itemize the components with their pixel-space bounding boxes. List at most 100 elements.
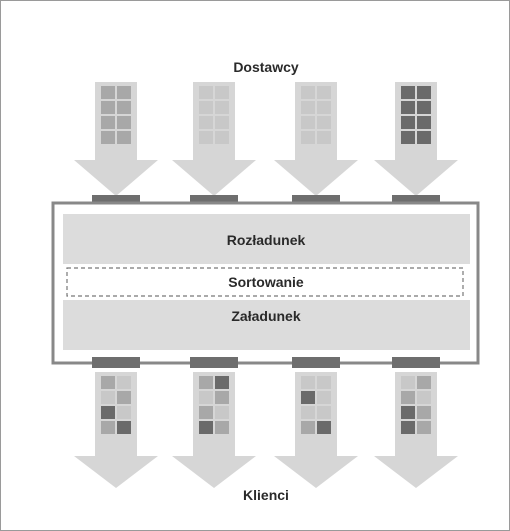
container-cell: [101, 406, 115, 419]
arrow-shape: [374, 82, 458, 196]
outbound-arrows: [74, 372, 458, 488]
suppliers-label: Dostawcy: [233, 59, 299, 75]
customer-arrow-3: [274, 372, 358, 488]
container-cell: [101, 131, 115, 144]
sorting-label: Sortowanie: [228, 274, 304, 290]
container-cell: [101, 86, 115, 99]
customer-arrow-2: [172, 372, 256, 488]
customer-arrow-4: [374, 372, 458, 488]
container-cell: [199, 131, 213, 144]
container-cell: [301, 406, 315, 419]
container-cell: [215, 376, 229, 389]
container-cell: [301, 376, 315, 389]
container-cell: [417, 86, 431, 99]
container-cell: [317, 86, 331, 99]
container-cell: [117, 421, 131, 434]
container-cell: [101, 116, 115, 129]
supplier-arrow-3: [274, 82, 358, 196]
container-cell: [199, 421, 213, 434]
container-cell: [215, 86, 229, 99]
container-cell: [101, 101, 115, 114]
arrow-shape: [374, 372, 458, 488]
inbound-dock: [92, 195, 140, 206]
container-cell: [401, 131, 415, 144]
supplier-arrow-2: [172, 82, 256, 196]
container-cell: [117, 131, 131, 144]
container-cell: [117, 391, 131, 404]
container-cell: [215, 406, 229, 419]
container-cell: [301, 421, 315, 434]
container-cell: [199, 406, 213, 419]
inbound-dock: [292, 195, 340, 206]
container-cell: [117, 376, 131, 389]
arrow-shape: [74, 82, 158, 196]
container-cell: [117, 101, 131, 114]
container-cell: [401, 406, 415, 419]
container-cell: [417, 391, 431, 404]
outbound-dock: [292, 357, 340, 368]
container-cell: [301, 116, 315, 129]
inbound-docks: [92, 195, 440, 206]
loading-band: [63, 300, 470, 350]
outbound-dock: [392, 357, 440, 368]
inbound-arrows: [74, 82, 458, 196]
container-cell: [417, 131, 431, 144]
container-cell: [417, 406, 431, 419]
container-cell: [401, 116, 415, 129]
unloading-band: [63, 214, 470, 264]
container-cell: [401, 391, 415, 404]
container-cell: [215, 101, 229, 114]
unloading-label: Rozładunek: [227, 232, 306, 248]
container-cell: [417, 101, 431, 114]
supplier-arrow-4: [374, 82, 458, 196]
container-cell: [117, 86, 131, 99]
container-cell: [117, 406, 131, 419]
container-cell: [401, 86, 415, 99]
sorting-zone: [66, 267, 464, 297]
container-cell: [317, 116, 331, 129]
container-cell: [101, 421, 115, 434]
arrow-shape: [274, 372, 358, 488]
container-cell: [199, 376, 213, 389]
container-cell: [199, 116, 213, 129]
container-cell: [401, 101, 415, 114]
container-cell: [401, 376, 415, 389]
customers-label: Klienci: [243, 487, 289, 503]
inbound-dock: [190, 195, 238, 206]
customer-arrow-1: [74, 372, 158, 488]
container-cell: [317, 131, 331, 144]
container-cell: [301, 86, 315, 99]
container-cell: [317, 391, 331, 404]
arrow-shape: [274, 82, 358, 196]
container-cell: [317, 376, 331, 389]
container-cell: [215, 131, 229, 144]
arrow-shape: [172, 372, 256, 488]
container-cell: [301, 131, 315, 144]
container-cell: [401, 421, 415, 434]
arrow-shape: [74, 372, 158, 488]
supplier-arrow-1: [74, 82, 158, 196]
outbound-dock: [190, 357, 238, 368]
container-cell: [317, 406, 331, 419]
container-cell: [301, 391, 315, 404]
loading-label: Załadunek: [231, 308, 300, 324]
container-cell: [301, 101, 315, 114]
container-cell: [101, 376, 115, 389]
container-cell: [117, 116, 131, 129]
inbound-dock: [392, 195, 440, 206]
arrow-shape: [172, 82, 256, 196]
container-cell: [199, 391, 213, 404]
container-cell: [317, 421, 331, 434]
container-cell: [317, 101, 331, 114]
outbound-dock: [92, 357, 140, 368]
container-cell: [199, 101, 213, 114]
container-cell: [215, 421, 229, 434]
container-cell: [215, 116, 229, 129]
container-cell: [417, 116, 431, 129]
container-cell: [101, 391, 115, 404]
container-cell: [417, 376, 431, 389]
outbound-docks: [92, 357, 440, 368]
container-cell: [199, 86, 213, 99]
container-cell: [417, 421, 431, 434]
